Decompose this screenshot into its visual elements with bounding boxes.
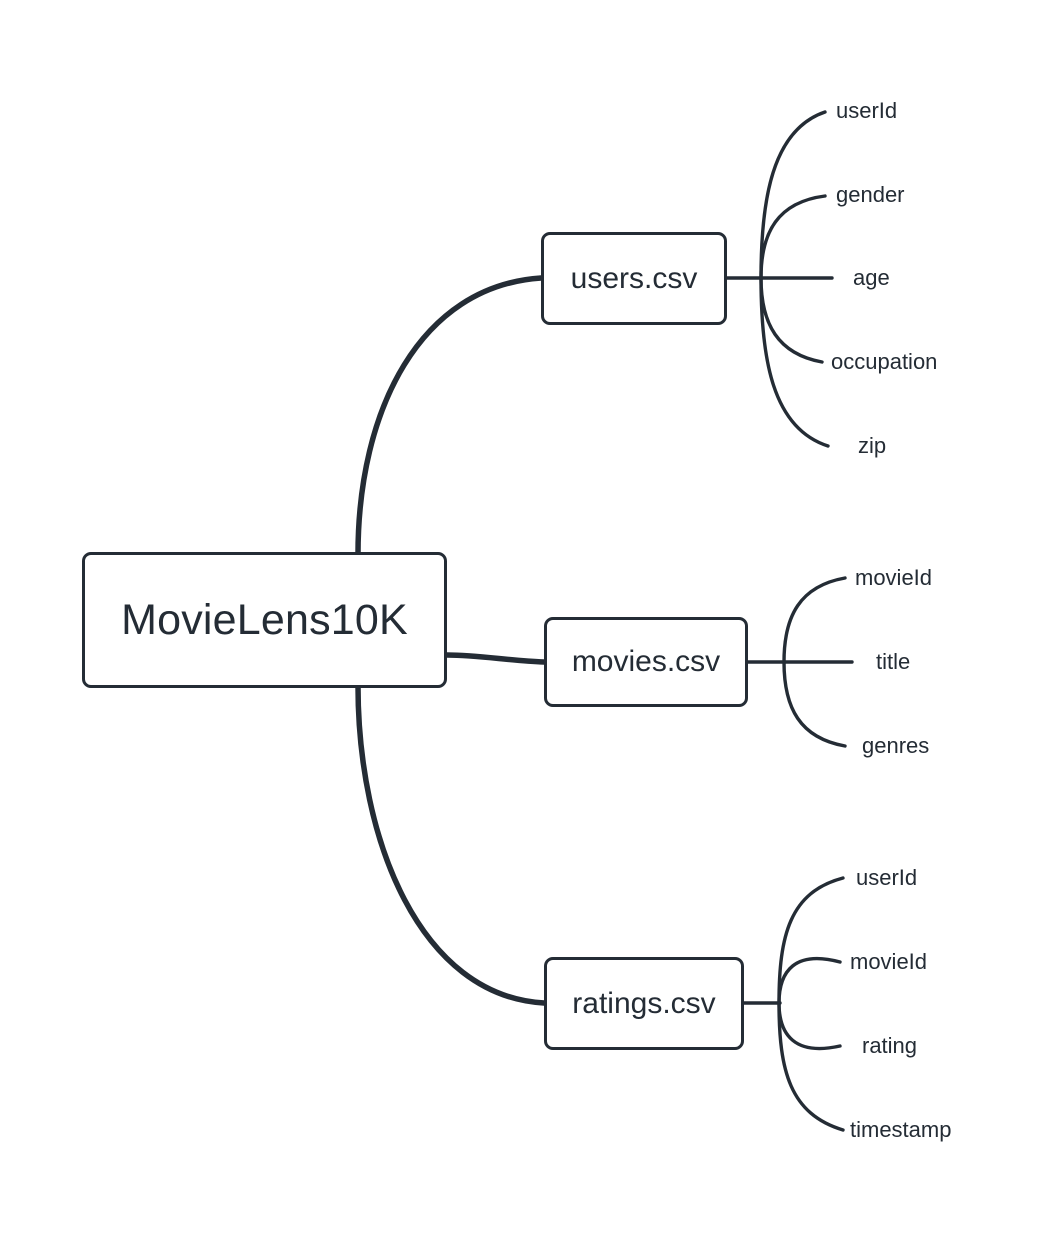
root-node-label: MovieLens10K (121, 595, 408, 644)
leaf-label-users-zip: zip (858, 433, 887, 458)
leaf-label-ratings-movieid: movieId (850, 949, 928, 974)
edge-ratings-leaf-timestamp (777, 1001, 845, 1132)
edge-root-to-users (355, 275, 544, 557)
edge-users-leaf-zip (759, 276, 830, 448)
leaf-label-ratings-userid: userId (856, 865, 918, 890)
leaf-label-users-userid: userId (836, 98, 898, 123)
root-node-movielens10k[interactable]: MovieLens10K (82, 552, 447, 688)
branch-node-movies-csv[interactable]: movies.csv (544, 617, 748, 707)
branch-node-label: users.csv (570, 261, 698, 295)
edge-users-leaf-gender (759, 194, 827, 280)
leaf-label-ratings-rating: rating (862, 1033, 918, 1058)
edge-ratings-leaf-userid (777, 876, 845, 1005)
leaf-label-movies-genres: genres (862, 733, 930, 758)
leaf-label-users-occupation: occupation (831, 349, 938, 374)
branch-node-label: ratings.csv (572, 986, 716, 1020)
edge-users-leaf-occupation (759, 276, 824, 364)
edge-ratings-leaf-rating (777, 1001, 842, 1051)
leaf-label-ratings-timestamp: timestamp (850, 1117, 952, 1142)
leaf-label-movies-title: title (876, 649, 911, 674)
branch-node-ratings-csv[interactable]: ratings.csv (544, 957, 744, 1050)
edge-movies-leaf-genres (782, 660, 847, 748)
edge-root-to-movies (444, 652, 547, 665)
leaf-label-users-age: age (853, 265, 890, 290)
leaf-label-movies-movieid: movieId (855, 565, 933, 590)
edge-users-leaf-userid (759, 110, 827, 280)
branch-node-label: movies.csv (571, 645, 721, 678)
leaf-label-users-gender: gender (836, 182, 905, 207)
edge-ratings-leaf-movieid (777, 956, 842, 1005)
edge-root-to-ratings (355, 683, 547, 1006)
edge-movies-leaf-movieid (782, 576, 847, 664)
branch-node-users-csv[interactable]: users.csv (541, 232, 727, 325)
